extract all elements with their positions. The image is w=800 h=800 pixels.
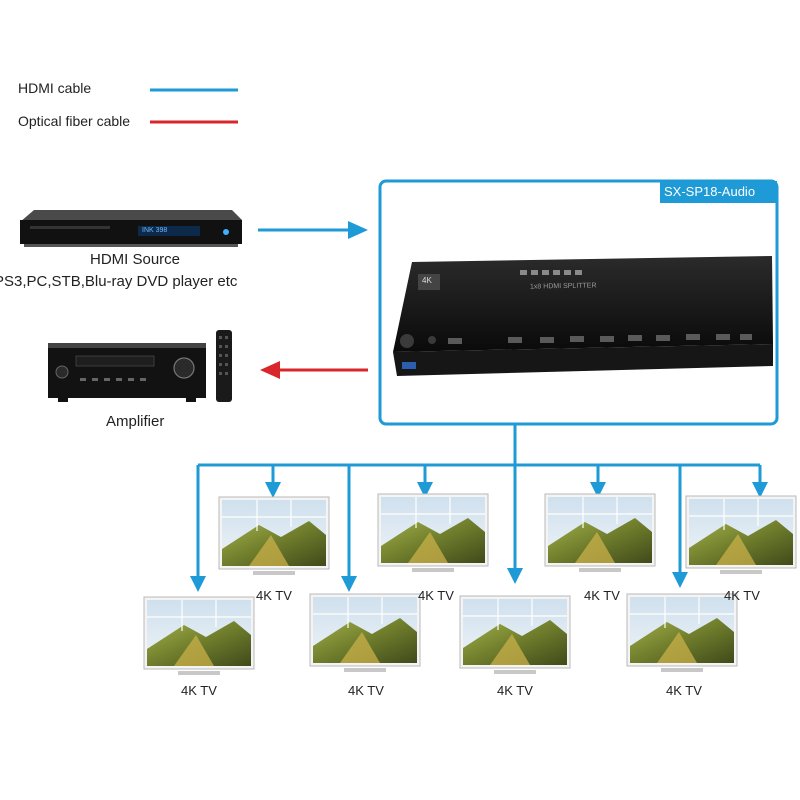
tv-front-3 [459,595,571,675]
legend-hdmi-label: HDMI cable [18,80,92,96]
tv-front-2-label: 4K TV [348,683,384,698]
splitter-front-text: 1x8 HDMI SPLITTER [529,282,597,291]
splitter-device [393,256,773,376]
remote-control [216,330,232,402]
tv-front-3-label: 4K TV [497,683,533,698]
tv-back-2 [377,493,489,573]
tv-front-4-label: 4K TV [666,683,702,698]
hdmi-output-cables [196,424,762,578]
splitter-model-label: SX-SP18-Audio [664,184,756,199]
tv-front-1 [143,596,255,676]
splitter-frame [378,179,779,426]
tv-front-4 [626,593,738,673]
amplifier-label: Amplifier [106,413,165,430]
hdmi-source-examples: PS3,PC,STB,Blu-ray DVD player etc [0,273,238,290]
hdmi-source-label: HDMI Source [90,251,181,268]
tv-back-1 [218,496,330,576]
splitter-model-tab [660,181,777,203]
tv-back-4 [685,495,797,575]
tv-back-1-label: 4K TV [256,588,292,603]
hdmi-output-arrowheads [190,482,768,592]
dvd-display: INK 398 [142,227,168,234]
tv-front-2 [309,593,421,673]
amplifier-device [48,343,206,402]
splitter-4k-badge: 4K [422,276,432,285]
dvd-player [20,210,242,247]
legend-optical-label: Optical fiber cable [18,113,131,129]
tv-back-3-label: 4K TV [584,588,620,603]
optical-output-arrowhead [260,361,280,379]
hdmi-input-arrowhead [348,221,368,239]
tv-back-2-label: 4K TV [418,588,454,603]
tv-back-3 [544,493,656,573]
tv-front-1-label: 4K TV [181,683,217,698]
tv-back-4-label: 4K TV [724,588,760,603]
